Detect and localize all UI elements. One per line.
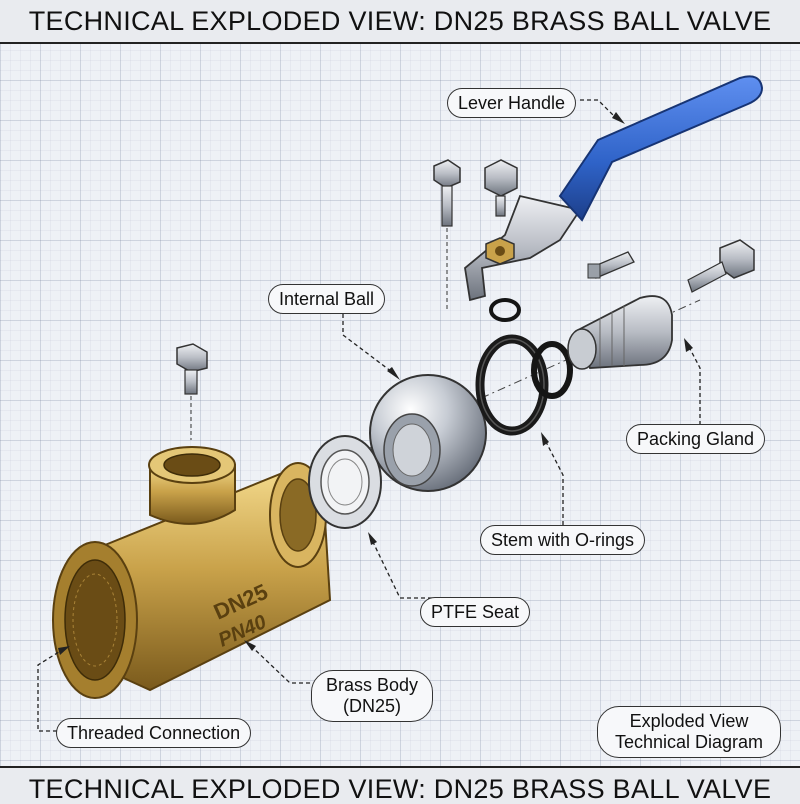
label-ptfe-seat: PTFE Seat: [420, 597, 531, 627]
leader-lines: [37, 99, 701, 732]
label-brass-body-line2: (DN25): [342, 696, 401, 716]
lever-handle: [464, 75, 764, 322]
label-threaded-connection: Threaded Connection: [56, 718, 252, 748]
caption-box: Exploded View Technical Diagram: [597, 706, 781, 758]
title-banner-top: TECHNICAL EXPLODED VIEW: DN25 BRASS BALL…: [0, 0, 800, 44]
label-brass-body-line1: Brass Body: [326, 675, 419, 695]
label-packing-gland: Packing Gland: [626, 424, 766, 454]
leader-arrowheads: [58, 112, 693, 655]
gland-bolt: [687, 239, 755, 293]
handle-nut: [484, 159, 518, 217]
stop-pin: [587, 251, 635, 279]
label-brass-body: Brass Body (DN25): [311, 670, 433, 722]
stem-orings: [475, 334, 573, 436]
packing-gland: [567, 295, 673, 370]
brass-body: DN25 PN40: [52, 446, 332, 699]
label-lever-handle: Lever Handle: [447, 88, 577, 118]
title-banner-bottom: TECHNICAL EXPLODED VIEW: DN25 BRASS BALL…: [0, 766, 800, 804]
handle-bolt-left: [433, 159, 461, 310]
body-bolt: [176, 343, 208, 440]
caption-line2: Technical Diagram: [614, 732, 764, 752]
internal-ball: [369, 374, 487, 492]
label-internal-ball: Internal Ball: [268, 284, 386, 314]
caption-line1: Exploded View: [629, 711, 749, 731]
label-stem-orings: Stem with O-rings: [480, 525, 646, 555]
ptfe-seat: [308, 435, 382, 529]
